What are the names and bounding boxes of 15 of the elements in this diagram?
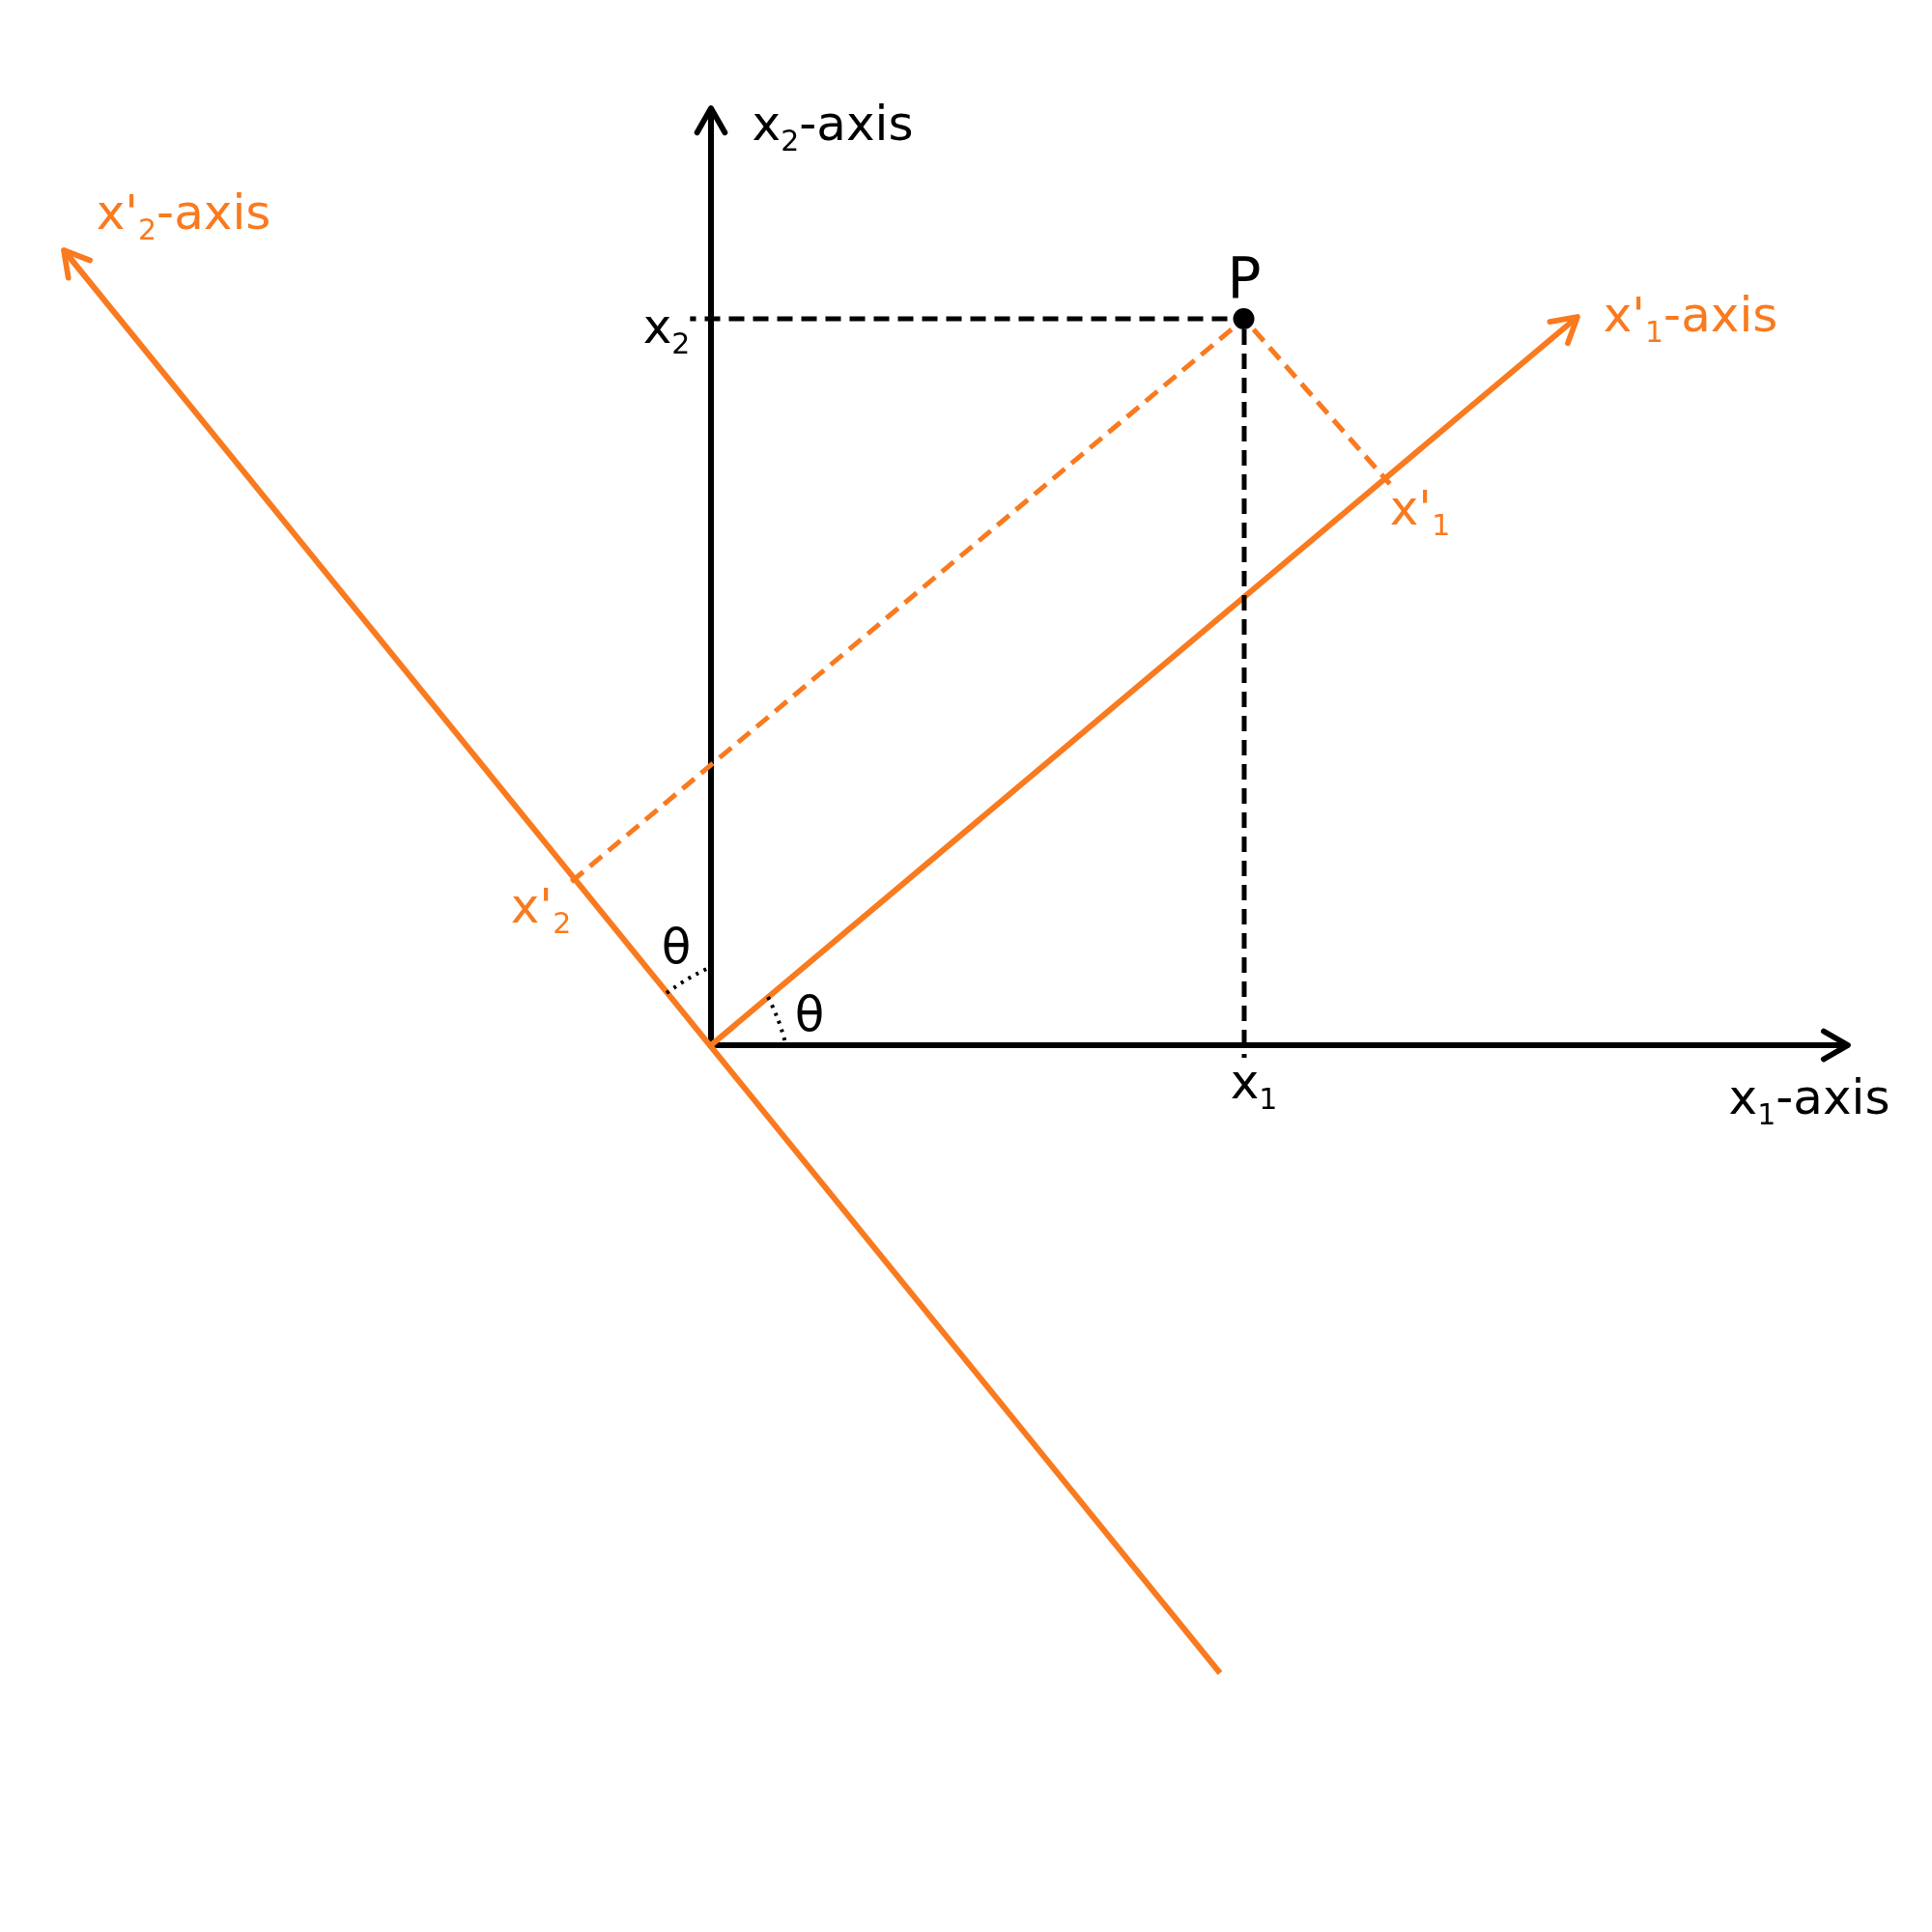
projection-label: x'$_{1}$ (1389, 484, 1451, 540)
axis-label: x'$_{2}$-axis (96, 188, 271, 244)
dashed-line (569, 327, 1234, 884)
angle-label: θ (794, 990, 825, 1038)
tick-label: x$_{1}$ (1230, 1058, 1278, 1114)
point-label: P (1227, 250, 1262, 329)
axis-label: x$_{1}$-axis (1728, 1073, 1890, 1129)
angle-label: θ (661, 923, 692, 971)
projection-label: x'$_{2}$ (510, 882, 572, 938)
axis-label: x$_{2}$-axis (752, 99, 914, 156)
dashed-line (1251, 327, 1392, 486)
axis-label: x'$_{1}$-axis (1603, 291, 1778, 347)
tick-label: x$_{2}$ (642, 302, 691, 358)
dashed-line (690, 316, 1228, 322)
dashed-line (1241, 329, 1247, 1058)
